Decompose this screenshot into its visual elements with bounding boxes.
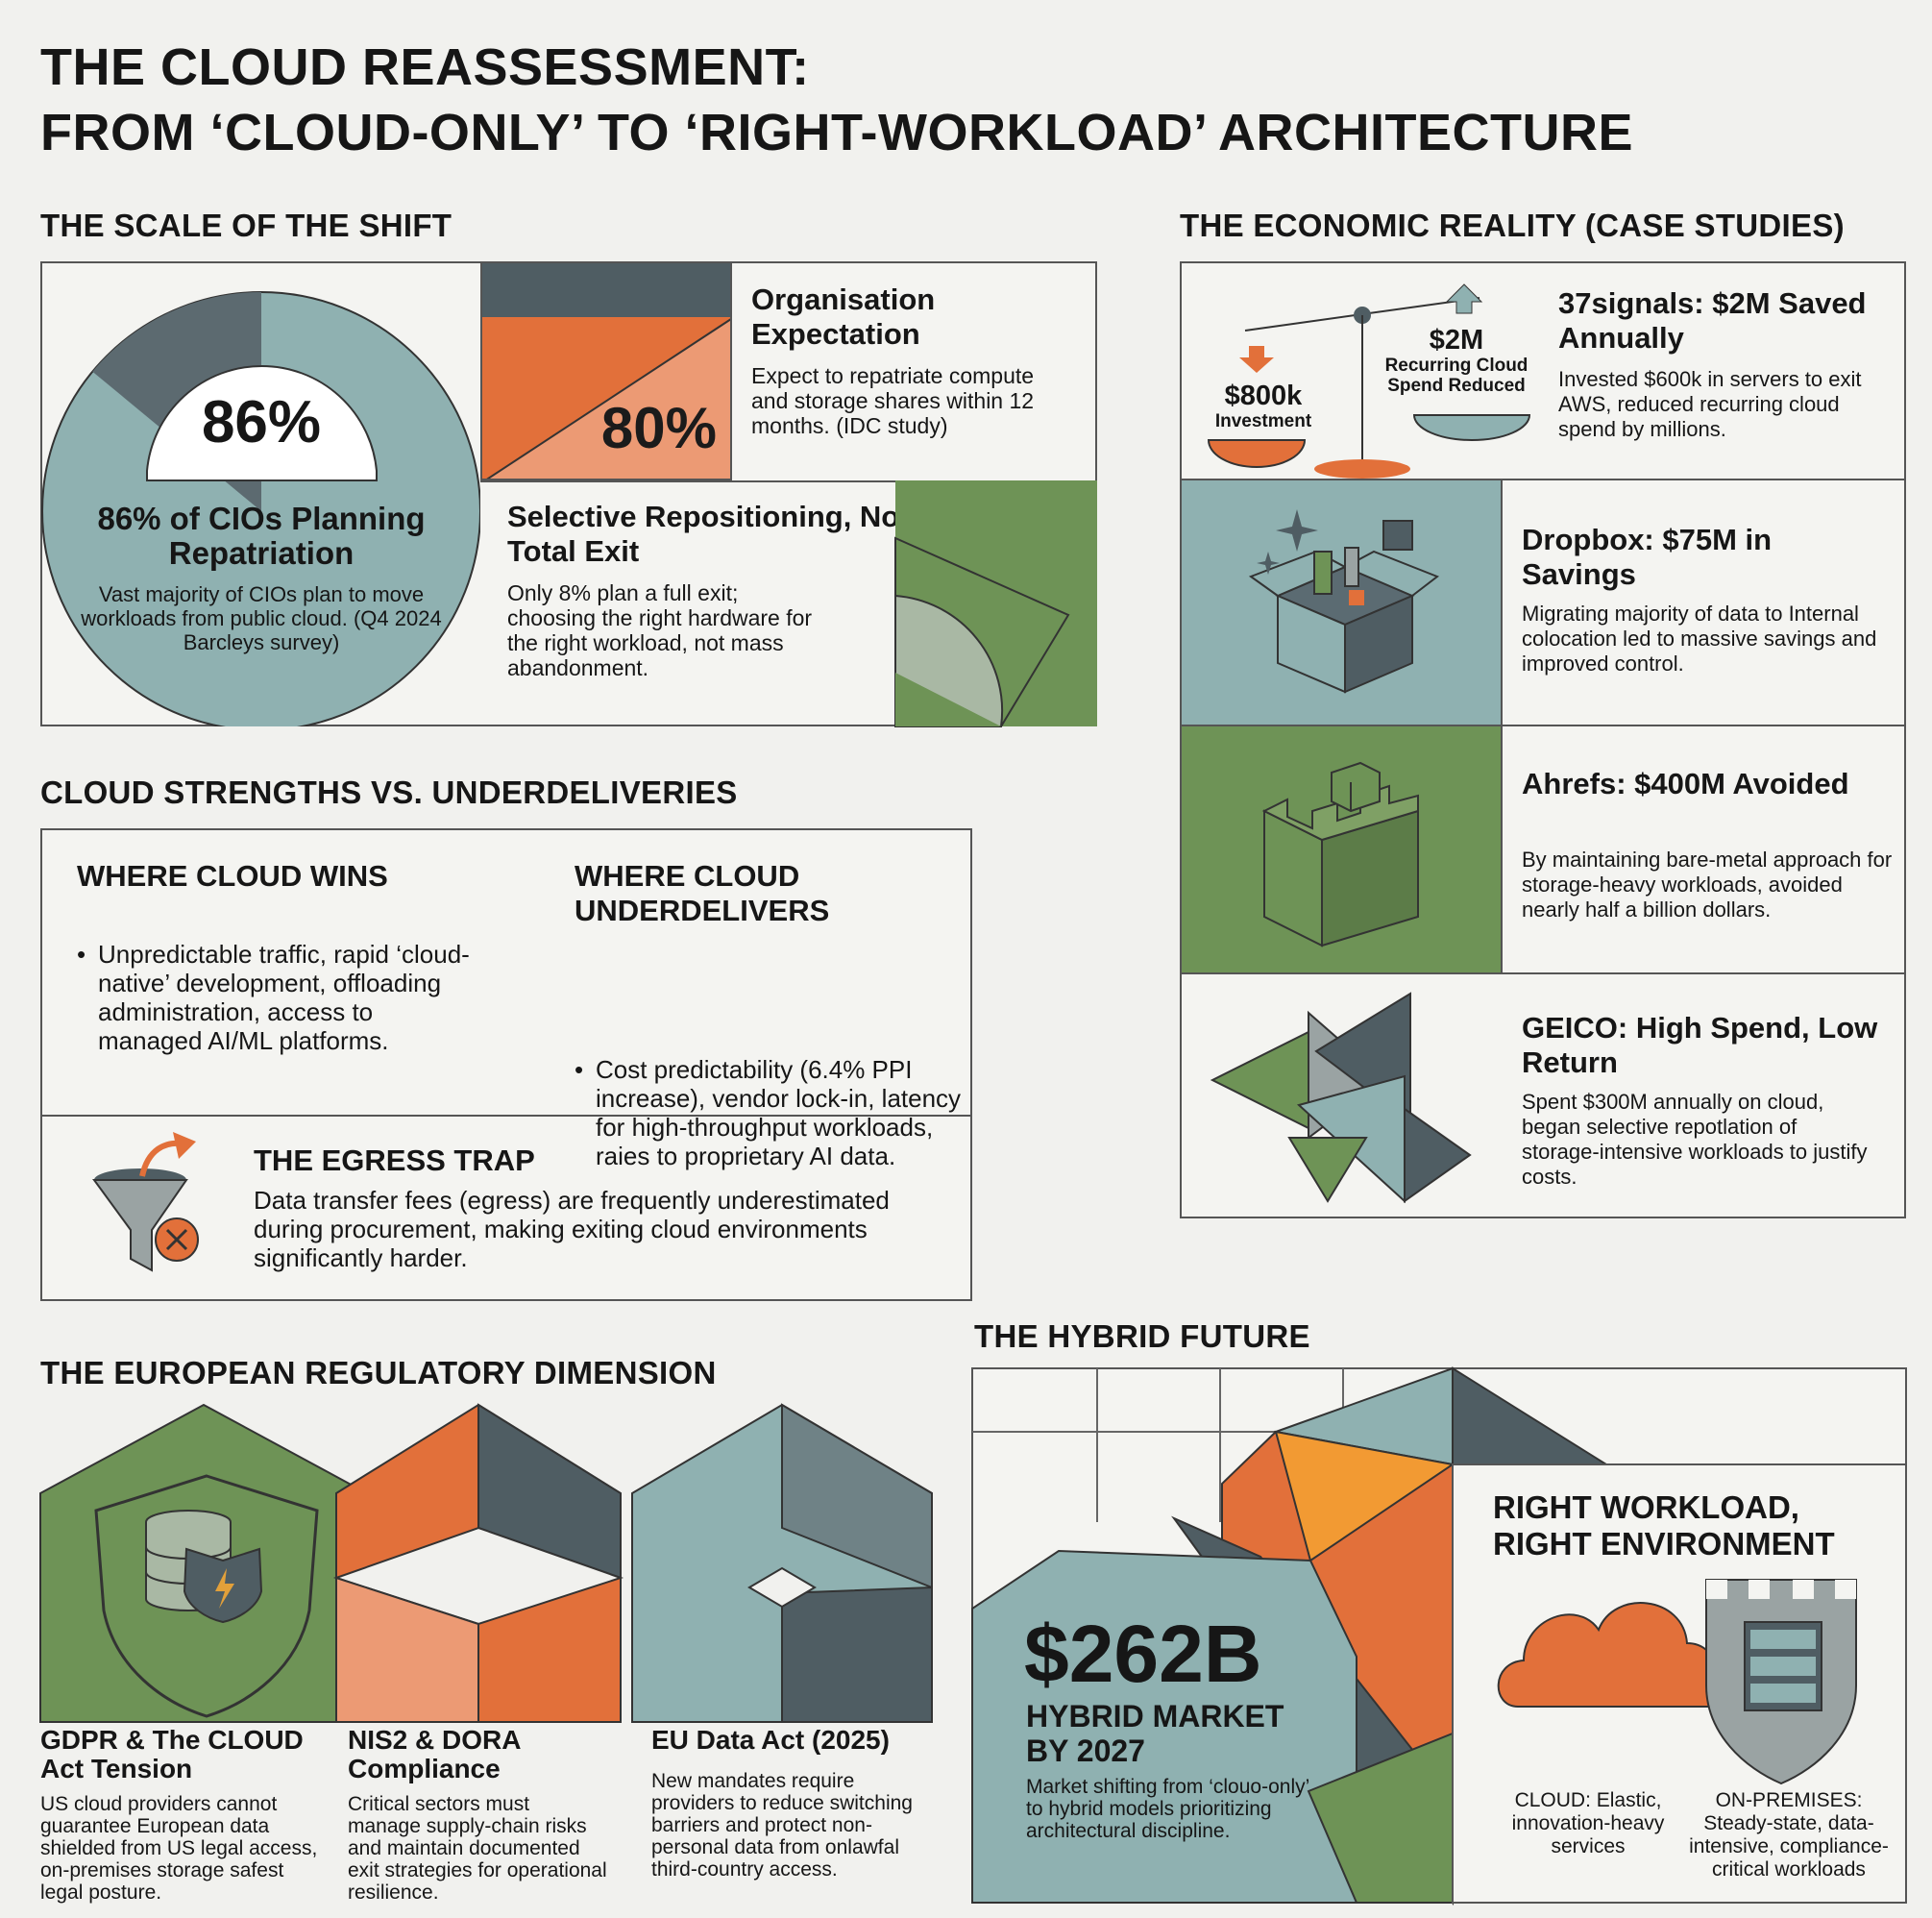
page-title: THE CLOUD REASSESSMENT: FROM ‘CLOUD-ONLY… <box>40 35 1633 165</box>
reg-title-data-act: EU Data Act (2025) <box>651 1725 890 1755</box>
econ-divider-1 <box>1180 479 1906 480</box>
case-desc-dropbox: Migrating majority of data to Internal c… <box>1522 602 1877 676</box>
org-graphic-band <box>482 263 730 317</box>
econ-divider-3 <box>1180 972 1906 974</box>
strengths-divider <box>40 1115 972 1117</box>
reg-title-gdpr: GDPR & The CLOUD Act Tension <box>40 1725 304 1783</box>
cio-donut-chart <box>41 291 480 726</box>
hybrid-section-heading: THE HYBRID FUTURE <box>974 1318 1310 1354</box>
scale-right-value: $2M <box>1429 325 1484 356</box>
case-desc-37signals: Invested $600k in servers to exit AWS, r… <box>1558 367 1862 441</box>
selective-graphic <box>894 480 1097 727</box>
cio-donut-hole <box>146 365 378 481</box>
strengths-section-heading: CLOUD STRENGTHS VS. UNDERDELIVERIES <box>40 775 738 810</box>
reg-desc-nis2: Critical sectors must manage supply-chai… <box>348 1793 607 1904</box>
balance-scale-icon <box>1207 283 1531 479</box>
econ-vdivider-2 <box>1501 726 1503 972</box>
funnel-icon <box>92 1132 199 1272</box>
hybrid-icons <box>1497 1579 1857 1785</box>
cloud-icon <box>1497 1602 1719 1708</box>
open-box-icon <box>1248 509 1440 694</box>
cloud-label: CLOUD: Elastic, innovation-heavy service… <box>1511 1789 1665 1857</box>
selective-title: Selective Repositioning, Not Total Exit <box>507 500 910 568</box>
server-rack-icon <box>1705 1579 1857 1785</box>
scale-right-label: Recurring Cloud Spend Reduced <box>1384 356 1528 396</box>
market-description: Market shifting from ‘clouo-only’ to hyb… <box>1026 1776 1309 1842</box>
regulatory-section-heading: THE EUROPEAN REGULATORY DIMENSION <box>40 1355 717 1390</box>
reg-desc-gdpr: US cloud providers cannot guarantee Euro… <box>40 1793 318 1904</box>
case-title-dropbox: Dropbox: $75M in Savings <box>1522 523 1773 591</box>
org-percentage: 80% <box>600 396 717 460</box>
market-value: $262B <box>1024 1609 1262 1699</box>
economic-section-heading: THE ECONOMIC REALITY (CASE STUDIES) <box>1180 208 1845 243</box>
cio-description: Vast majority of CIOs plan to move workl… <box>81 582 442 654</box>
title-line-2: FROM ‘CLOUD-ONLY’ TO ‘RIGHT-WORKLOAD’ AR… <box>40 104 1633 161</box>
reg-title-nis2: NIS2 & DORA Compliance <box>348 1725 521 1783</box>
case-title-37signals: 37signals: $2M Saved Annually <box>1558 286 1867 355</box>
castle-tower-icon <box>1261 761 1419 947</box>
under-bullet: Cost predictability (6.4% PPI increase),… <box>571 1055 980 1170</box>
org-graphic: 80% <box>480 261 732 480</box>
scale-divider <box>480 480 1097 482</box>
case-title-ahrefs: Ahrefs: $400M Avoided <box>1522 767 1849 800</box>
database-shield-icon <box>94 1474 319 1718</box>
interlocking-triangles-icon <box>1210 992 1472 1204</box>
market-label: HYBRID MARKET BY 2027 <box>1026 1699 1284 1768</box>
cio-title: 86% of CIOs Planning Repatriation <box>97 501 426 571</box>
right-workload-title: RIGHT WORKLOAD, RIGHT ENVIRONMENT <box>1493 1489 1835 1561</box>
econ-divider-2 <box>1180 725 1906 726</box>
wins-title: WHERE CLOUD WINS <box>77 859 388 893</box>
scale-section-heading: THE SCALE OF THE SHIFT <box>40 208 452 243</box>
econ-vdivider-1 <box>1501 480 1503 725</box>
egress-description: Data transfer fees (egress) are frequent… <box>254 1186 890 1272</box>
title-line-1: THE CLOUD REASSESSMENT: <box>40 38 810 96</box>
wins-bullet: Unpredictable traffic, rapid ‘cloud-nati… <box>73 940 482 1055</box>
case-desc-geico: Spent $300M annually on cloud, began sel… <box>1522 1090 1868 1189</box>
onprem-label: ON-PREMISES: Steady-state, data-intensiv… <box>1689 1789 1889 1881</box>
under-title: WHERE CLOUD UNDERDELIVERS <box>575 859 830 927</box>
scale-left-label: Investment <box>1214 411 1312 431</box>
org-description: Expect to repatriate compute and storage… <box>751 363 1035 438</box>
case-title-geico: GEICO: High Spend, Low Return <box>1522 1011 1878 1079</box>
scale-left-value: $800k <box>1224 381 1303 411</box>
egress-title: THE EGRESS TRAP <box>254 1143 535 1177</box>
org-graphic-triangles <box>486 318 730 479</box>
cio-percentage: 86% <box>201 389 322 455</box>
reg-desc-data-act: New mandates require providers to reduce… <box>651 1770 913 1881</box>
selective-description: Only 8% plan a full exit; choosing the r… <box>507 580 813 680</box>
case-desc-ahrefs: By maintaining bare-metal approach for s… <box>1522 848 1893 922</box>
org-title: Organisation Expectation <box>751 283 936 351</box>
